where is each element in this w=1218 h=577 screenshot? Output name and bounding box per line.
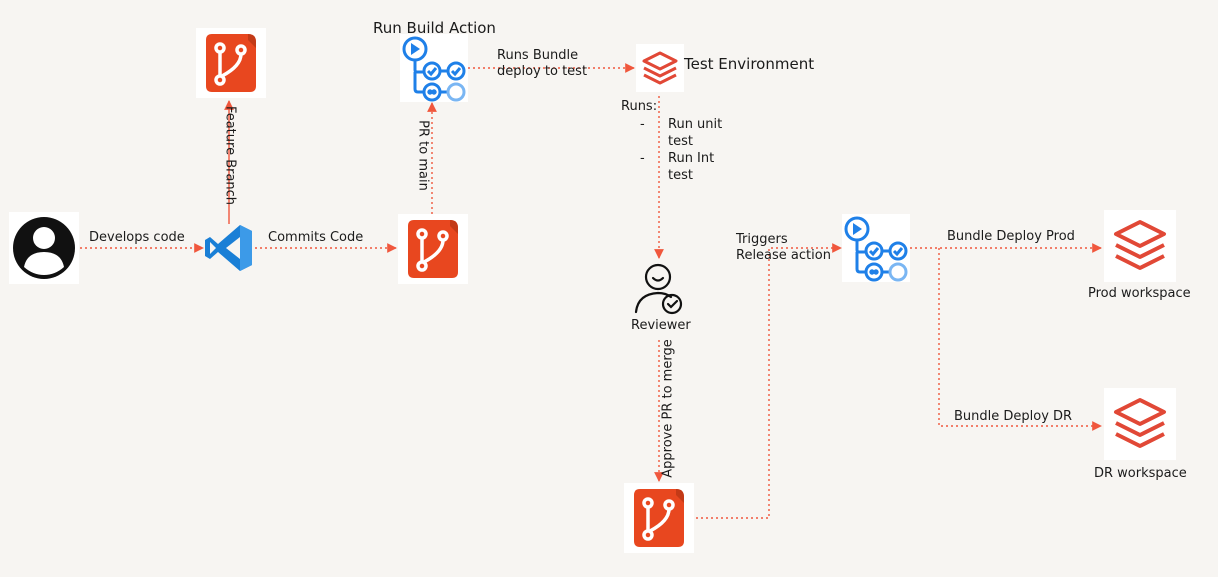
approve-pr-label: Approve PR to merge [660,339,676,478]
runs-bundle-line2: deploy to test [497,64,588,80]
databricks-icon [1114,220,1166,270]
triggers-line1: Triggers [736,232,788,247]
reviewer-node [632,260,688,316]
list-dash: - [640,151,645,166]
triggers-release-label: Triggers Release action [736,232,831,265]
commits-code-label: Commits Code [268,230,364,245]
runs-bundle-label: Runs Bundle deploy to test [497,48,587,81]
run-unit-line1: Run unit [668,117,723,132]
run-unit-line2: test [668,133,693,149]
runs-list: - Run unit test - Run Int test [640,117,730,185]
git-repo-icon [206,34,256,92]
developer-node [9,212,79,284]
vscode-icon [205,225,252,271]
vscode-node [202,222,256,274]
run-int-line2: test [668,167,693,183]
dr-workspace-label: DR workspace [1094,466,1187,481]
databricks-icon [642,51,678,85]
git-repo-merge [624,483,694,553]
dr-workspace-node [1104,388,1176,460]
git-repo-main [398,214,468,284]
reviewer-label: Reviewer [631,318,691,333]
databricks-icon [1114,398,1166,448]
pr-to-main-label: PR to main [415,120,431,191]
list-dash: - [640,117,645,132]
bundle-deploy-prod-label: Bundle Deploy Prod [947,229,1075,244]
run-int-test: Run Int test [668,151,730,185]
runs-bundle-line1: Runs Bundle [497,48,579,63]
reviewer-check-icon [634,263,683,315]
run-unit-test: Run unit test [668,117,730,151]
git-repo-feature [196,28,266,98]
test-environment-node [636,44,684,92]
github-actions-icon [844,216,908,282]
runs-label: Runs: [621,99,658,114]
triggers-line2: Release action [736,248,831,264]
actions-build-node [400,34,468,102]
develops-code-label: Develops code [89,230,185,245]
github-actions-icon [402,36,466,102]
run-build-action-label: Run Build Action [373,19,496,37]
arrow-triggers-release [696,243,842,519]
actions-release-node [842,214,910,282]
bundle-deploy-dr-label: Bundle Deploy DR [954,409,1073,424]
user-avatar-icon [13,217,75,279]
git-repo-icon [408,220,458,278]
run-int-line1: Run Int [668,150,715,166]
prod-workspace-label: Prod workspace [1088,286,1191,301]
prod-workspace-node [1104,210,1176,282]
arrow-bundle-deploy-dr [938,248,1102,431]
git-repo-icon [634,489,684,547]
feature-branch-label: Feature Branch [222,105,238,206]
test-environment-label: Test Environment [684,55,815,73]
